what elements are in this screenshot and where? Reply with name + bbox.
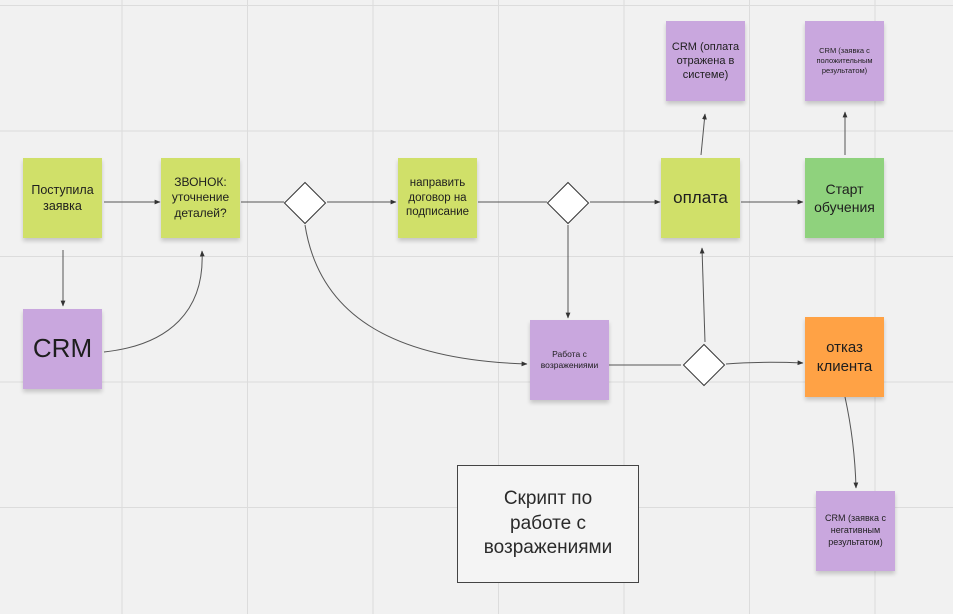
sticky-note-payment[interactable]: оплата	[661, 158, 740, 238]
sticky-note-contract[interactable]: направить договор на подписание	[398, 158, 477, 238]
sticky-note-refusal[interactable]: отказ клиента	[805, 317, 884, 397]
sticky-note-request[interactable]: Поступила заявка	[23, 158, 102, 238]
sticky-note-objections[interactable]: Работа с возражениями	[530, 320, 609, 400]
frame-label: Скрипт по работе с возражениями	[483, 487, 613, 559]
connector-diamond3-payment[interactable]	[699, 247, 706, 343]
sticky-note-crm-positive[interactable]: CRM (заявка с положительным результатом)	[805, 21, 884, 101]
objection-script-frame[interactable]: Скрипт по работе с возражениями	[457, 465, 639, 583]
connector-diamond3-refusal[interactable]	[725, 360, 804, 366]
sticky-note-crm-negative[interactable]: CRM (заявка с негативным результатом)	[816, 491, 895, 571]
sticky-note-crm-payment[interactable]: CRM (оплата отражена в системе)	[666, 21, 745, 101]
sticky-note-start[interactable]: Старт обучения	[805, 158, 884, 238]
connector-refusal-crm[interactable]	[844, 396, 859, 489]
connector-payment-crm[interactable]	[700, 113, 707, 156]
connector-crm-call[interactable]	[103, 250, 205, 353]
sticky-note-crm-main[interactable]: CRM	[23, 309, 102, 389]
sticky-note-call[interactable]: ЗВОНОК: уточнение деталей?	[161, 158, 240, 238]
connector-diamond1-objections[interactable]	[304, 224, 528, 367]
